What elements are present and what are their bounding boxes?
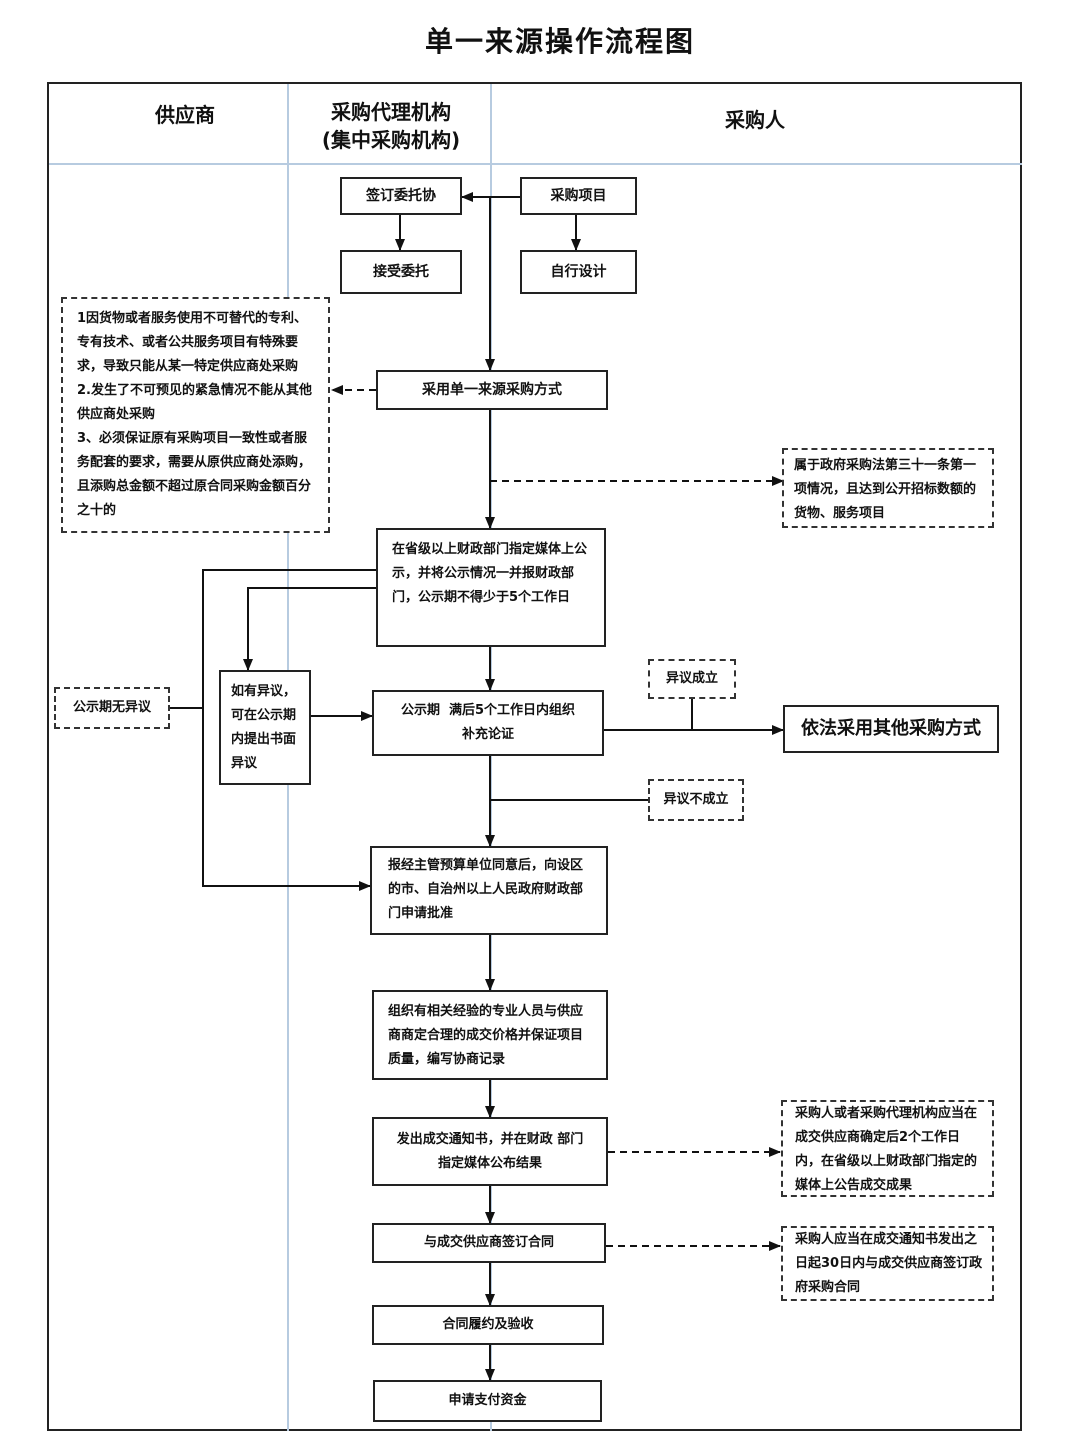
page-title: 单一来源操作流程图 xyxy=(424,25,695,58)
lane-header-divider xyxy=(49,163,1022,165)
lane-header-purchaser: 采购人 xyxy=(725,108,785,132)
self-design-box: 自行设计 xyxy=(520,250,637,294)
supplementary-review-box: 公示期 满后5个工作日内组织补充论证 xyxy=(372,690,604,756)
negotiate-box: 组织有相关经验的专业人员与供应商商定合理的成交价格并保证项目质量，编写协商记录 xyxy=(372,990,608,1080)
conditions-note-box: 1因货物或者服务使用不可替代的专利、专有技术、或者公共服务项目有特殊要求，导致只… xyxy=(61,297,330,533)
perform-accept-box: 合同履约及验收 xyxy=(372,1305,604,1345)
lane-header-supplier: 供应商 xyxy=(155,103,215,127)
sign-entrust-box: 签订委托协 xyxy=(340,177,462,215)
purchase-project-box: 采购项目 xyxy=(520,177,637,215)
swimlane-frame xyxy=(47,82,1022,1431)
contract-note-box: 采购人应当在成交通知书发出之日起30日内与成交供应商签订政府采购合同 xyxy=(781,1226,994,1301)
objection-submit-box: 如有异议，可在公示期内提出书面异议 xyxy=(219,670,311,785)
announce-note-box: 采购人或者采购代理机构应当在成交供应商确定后2个工作日内，在省级以上财政部门指定… xyxy=(781,1100,994,1197)
arrow-no-objection-to-approval xyxy=(202,569,376,891)
objection-upheld-box: 异议成立 xyxy=(648,659,736,699)
accept-entrust-box: 接受委托 xyxy=(340,250,462,294)
sign-contract-box: 与成交供应商签订合同 xyxy=(372,1223,606,1263)
apply-payment-box: 申请支付资金 xyxy=(373,1380,602,1422)
arrow-publicize-to-objection xyxy=(243,587,376,671)
lane-header-agency-line2: (集中采购机构) xyxy=(321,128,461,152)
article31-note-box: 属于政府采购法第三十一条第一项情况，且达到公开招标数额的货物、服务项目 xyxy=(782,448,994,528)
publicize-box: 在省级以上财政部门指定媒体上公示，并将公示情况一并报财政部门，公示期不得少于5个… xyxy=(376,528,606,647)
lane-header-agency: 采购代理机构 (集中采购机构) xyxy=(296,98,486,154)
issue-notice-box: 发出成交通知书，并在财政 部门指定媒体公布结果 xyxy=(372,1117,608,1186)
lane-header-agency-line1: 采购代理机构 xyxy=(331,100,451,124)
no-objection-box: 公示期无异议 xyxy=(54,687,170,729)
apply-approval-box: 报经主管预算单位同意后，向设区的市、自治州以上人民政府财政部门申请批准 xyxy=(370,846,608,935)
single-source-method-box: 采用单一来源采购方式 xyxy=(376,370,608,410)
objection-rejected-box: 异议不成立 xyxy=(648,779,744,821)
other-method-box: 依法采用其他采购方式 xyxy=(783,705,999,753)
